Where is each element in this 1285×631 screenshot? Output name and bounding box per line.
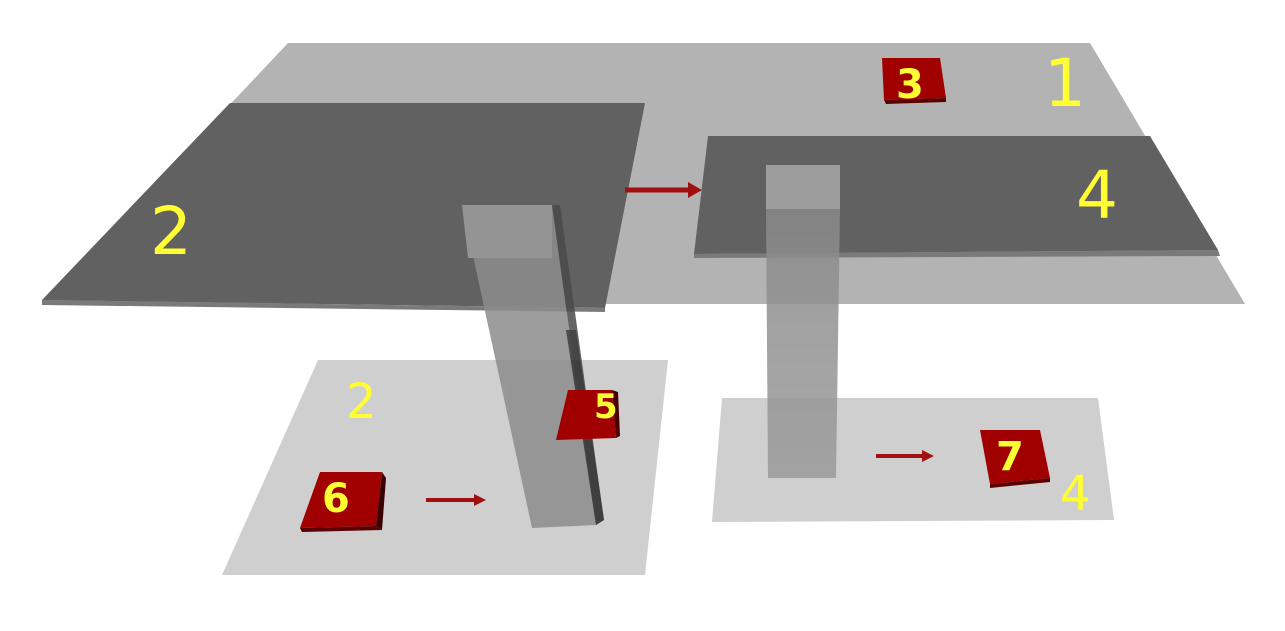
plane-2-bottom-label: 2 [346,374,377,430]
box-6: 6 [300,472,386,532]
plane-2-top-label: 2 [150,193,192,270]
pillar-left [462,205,604,528]
plane-1-label: 1 [1044,45,1086,122]
box-3-label: 3 [896,62,924,108]
plane-2-top-edge [42,300,605,312]
connector-arrow-left [426,494,486,506]
box-6-label: 6 [322,476,350,522]
box-5-label: 5 [594,387,618,427]
box-7-label: 7 [996,434,1024,480]
box-3: 3 [882,58,946,108]
plane-4-bottom-label: 4 [1060,466,1091,522]
connector-arrow-top [625,182,702,198]
pillar-right [766,165,840,478]
plane-4-top-label: 4 [1076,157,1118,234]
box-7: 7 [980,430,1050,488]
connector-arrow-right [876,450,934,462]
box-5: 5 [556,387,620,440]
